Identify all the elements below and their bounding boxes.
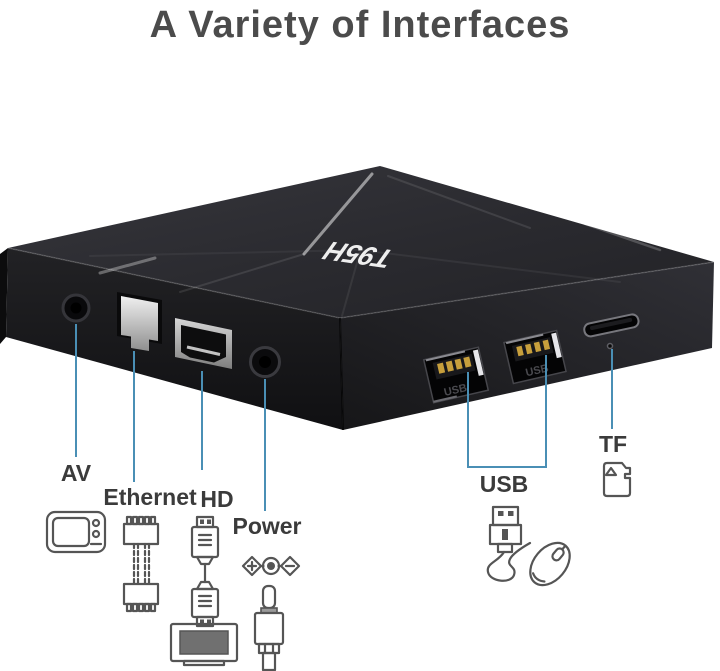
device-top-face bbox=[8, 166, 714, 318]
av-port bbox=[61, 293, 91, 323]
dc-plug-polarity-icon bbox=[241, 555, 301, 671]
reset-pinhole bbox=[606, 342, 614, 350]
usb-label: USB bbox=[479, 471, 529, 497]
tv-icon bbox=[45, 510, 107, 554]
hd-label: HD bbox=[200, 486, 234, 512]
hdmi-port bbox=[175, 318, 232, 369]
power-port bbox=[249, 346, 281, 378]
page-title: A Variety of Interfaces bbox=[149, 4, 571, 46]
av-label: AV bbox=[60, 460, 92, 486]
hdmi-cable-monitor-icon bbox=[169, 515, 239, 667]
ethernet-label: Ethernet bbox=[103, 484, 197, 510]
usb-leader-bracket bbox=[467, 355, 547, 468]
device-box: T95H bbox=[0, 166, 715, 431]
usb-port-1: USB bbox=[422, 346, 490, 404]
microsd-card-icon bbox=[602, 461, 632, 498]
device-front-left-face bbox=[6, 248, 343, 430]
usb-plug-mouse-icon bbox=[486, 505, 571, 587]
ethernet-port bbox=[117, 292, 162, 351]
tf-slot bbox=[583, 313, 640, 338]
ethernet-connectors-icon bbox=[122, 515, 160, 613]
top-panel-seams bbox=[89, 172, 662, 317]
usb-port-2: USB bbox=[503, 329, 567, 385]
usb-port-1-marking: USB bbox=[443, 382, 468, 399]
tf-label: TF bbox=[598, 431, 628, 457]
usb-port-2-marking: USB bbox=[525, 362, 550, 379]
power-label: Power bbox=[232, 513, 302, 539]
leader-lines bbox=[75, 324, 613, 511]
